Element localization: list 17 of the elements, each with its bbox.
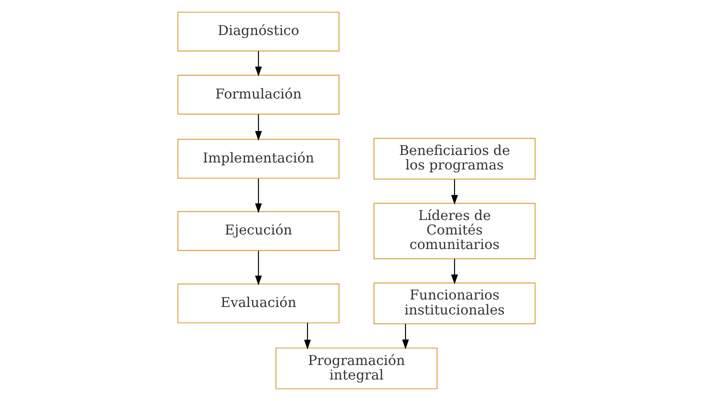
node-box: Ejecución — [177, 211, 340, 251]
arrow — [255, 114, 262, 141]
arrow — [255, 250, 262, 286]
arrow — [255, 50, 262, 76]
node-box: Formulación — [177, 74, 340, 115]
node-box: Programación integral — [275, 348, 438, 390]
arrow — [451, 178, 458, 205]
node-box: Funcionarios institucionales — [374, 282, 536, 324]
node-box: Diagnóstico — [177, 12, 340, 52]
arrow — [402, 324, 409, 350]
node-box: Implementación — [177, 138, 340, 179]
node-box: Evaluación — [177, 284, 340, 324]
arrow — [304, 322, 311, 350]
node-box: Beneficiarios de los programas — [374, 138, 536, 180]
arrow — [255, 178, 262, 214]
arrow — [451, 258, 458, 284]
node-box: Líderes de Comités comunitarios — [374, 202, 536, 260]
